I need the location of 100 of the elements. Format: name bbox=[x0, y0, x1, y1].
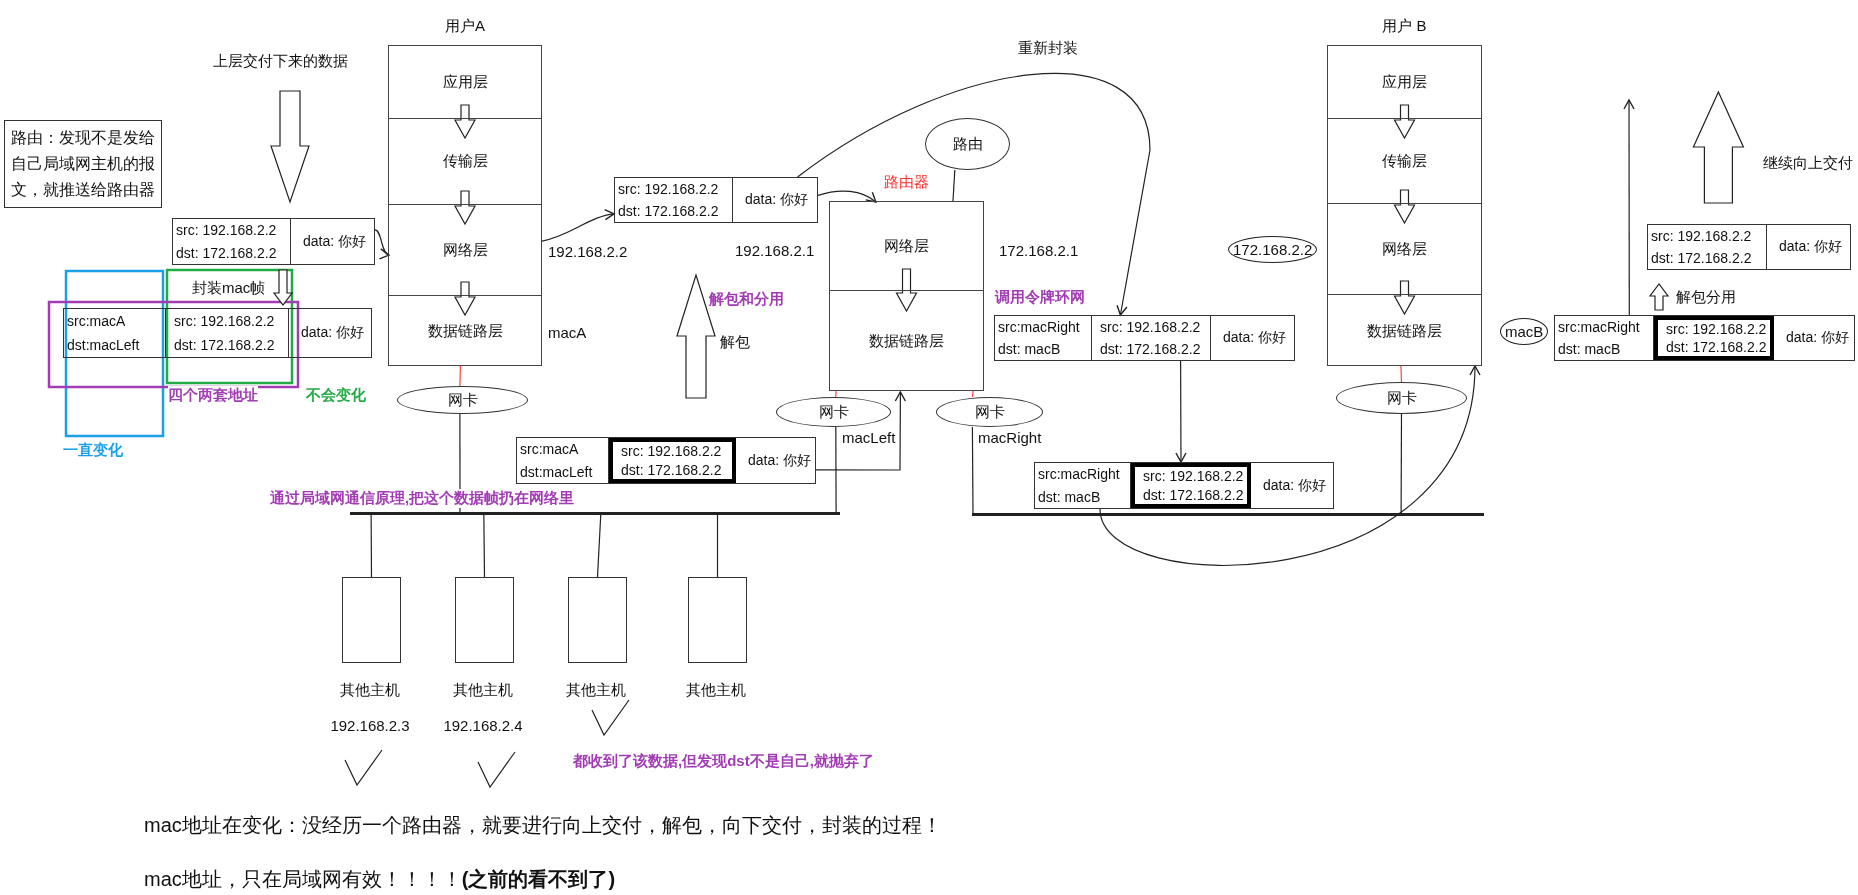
protocol-layer: 数据链路层 bbox=[830, 291, 983, 392]
arrow bbox=[815, 391, 907, 471]
mac-address-field: src:macRight bbox=[1558, 319, 1650, 335]
ip-address-field: dst: 172.168.2.2 bbox=[174, 337, 285, 353]
block-arrow bbox=[1393, 104, 1416, 140]
frame-packet bbox=[516, 437, 816, 484]
block-arrow bbox=[1393, 189, 1416, 225]
protocol-layer: 应用层 bbox=[1328, 46, 1481, 119]
network-card-ellipse: 网卡 bbox=[1336, 382, 1467, 414]
network-card-ellipse: 网卡 bbox=[397, 386, 528, 414]
arrow bbox=[817, 190, 877, 203]
data-field-text: data: 你好 bbox=[1786, 329, 1851, 347]
protocol-layer: 网络层 bbox=[389, 205, 541, 296]
router-label: 路由器 bbox=[883, 173, 930, 192]
mac-address-field: src:macA bbox=[520, 441, 605, 458]
protocol-layer: 网络层 bbox=[830, 202, 983, 291]
host-label: 用户 B bbox=[1381, 17, 1428, 36]
connector-line bbox=[835, 390, 837, 398]
mac-address-field: src:macA bbox=[67, 313, 162, 329]
arrow bbox=[374, 229, 390, 258]
annotation-text: 解包 bbox=[720, 333, 750, 352]
mac-address-field: src:macRight bbox=[1038, 466, 1127, 483]
annotation-text: 四个两套地址 bbox=[168, 386, 258, 405]
host-label: 其他主机 bbox=[339, 681, 401, 700]
network-card-ellipse: 网卡 bbox=[776, 397, 891, 427]
ip-address-field: dst: 172.168.2.2 bbox=[1666, 339, 1767, 355]
data-field-text: data: 你好 bbox=[301, 324, 366, 342]
data-field-text: data: 你好 bbox=[745, 191, 810, 209]
arrow bbox=[1099, 365, 1480, 566]
connector-line bbox=[971, 426, 974, 514]
ip-address-field: dst: 172.168.2.2 bbox=[621, 461, 729, 478]
annotation-text: 解包分用 bbox=[1676, 288, 1736, 307]
frame-packet bbox=[1554, 315, 1855, 361]
ip-address-field: src: 192.168.2.2 bbox=[176, 222, 287, 239]
arrow bbox=[1175, 360, 1187, 463]
mac-address-field: dst: macB bbox=[998, 341, 1088, 357]
frame-packet bbox=[1034, 462, 1334, 509]
ip-address-field: src: 192.168.2.2 bbox=[621, 443, 729, 460]
protocol-layer: 数据链路层 bbox=[1328, 295, 1481, 367]
mac-address-field: dst:macLeft bbox=[520, 463, 605, 480]
note-card: 路由：发现不是发给自己局域网主机的报文，就推送给路由器 bbox=[4, 120, 162, 208]
block-arrow bbox=[1692, 90, 1745, 204]
frame-packet bbox=[994, 315, 1295, 361]
ip-packet bbox=[172, 218, 375, 265]
ip-address-label: 192.168.2.4 bbox=[442, 717, 524, 734]
ip-address-label: 192.168.2.3 bbox=[329, 717, 411, 734]
note-text: mac地址，只在局域网有效！！！！(之前的看不到了) bbox=[144, 866, 616, 893]
host-label: 其他主机 bbox=[452, 681, 514, 700]
ip-address-field: src: 192.168.2.2 bbox=[174, 313, 285, 329]
block-arrow bbox=[895, 268, 918, 313]
host-label: 其他主机 bbox=[685, 681, 747, 700]
data-field-text: data: 你好 bbox=[1223, 329, 1288, 347]
block-arrow bbox=[270, 90, 310, 204]
data-field-text: data: 你好 bbox=[1263, 476, 1328, 495]
protocol-layer: 传输层 bbox=[389, 119, 541, 205]
mac-address-field: dst:macLeft bbox=[67, 337, 162, 353]
protocol-layer: 传输层 bbox=[1328, 119, 1481, 204]
protocol-layer: 应用层 bbox=[389, 46, 541, 119]
ip-address-field: dst: 172.168.2.2 bbox=[618, 203, 729, 219]
data-field-text: data: 你好 bbox=[1779, 238, 1844, 256]
block-arrow bbox=[676, 273, 716, 399]
connector-line bbox=[971, 390, 974, 398]
connector-line bbox=[459, 365, 461, 387]
annotation-text: 通过局域网通信原理,把这个数据帧扔在网络里 bbox=[270, 489, 575, 508]
arrow bbox=[797, 72, 1151, 316]
network-card-ellipse: 网卡 bbox=[936, 397, 1043, 427]
mac-address-label: macRight bbox=[978, 429, 1042, 446]
connector-line bbox=[1400, 413, 1403, 514]
mac-address-field: dst: macB bbox=[1558, 341, 1650, 357]
annotation-text: 继续向上交付 bbox=[1763, 154, 1853, 173]
connector-line bbox=[1400, 365, 1403, 383]
speech-bubble: 路由 bbox=[925, 118, 1010, 170]
data-field-text: data: 你好 bbox=[748, 451, 812, 470]
annotation-text: 不会变化 bbox=[306, 386, 366, 405]
ip-address-label: 172.168.2.2 bbox=[1228, 236, 1318, 263]
mac-address-label: macLeft bbox=[842, 429, 896, 446]
protocol-layer: 网络层 bbox=[1328, 204, 1481, 295]
mac-address-field: dst: macB bbox=[1038, 488, 1127, 505]
protocol-layer: 数据链路层 bbox=[389, 296, 541, 367]
block-arrow bbox=[454, 281, 476, 317]
network-bus-line bbox=[972, 513, 1484, 516]
ip-address-field: dst: 172.168.2.2 bbox=[176, 244, 287, 261]
network-bus-line bbox=[350, 512, 840, 515]
caption-text: 上层交付下来的数据 bbox=[213, 52, 348, 71]
ip-address-field: src: 192.168.2.2 bbox=[618, 181, 729, 197]
connector-line bbox=[835, 426, 837, 513]
mac-address-label: macB bbox=[1500, 318, 1549, 345]
arrow bbox=[1623, 99, 1635, 316]
block-arrow bbox=[272, 269, 294, 306]
annotation-text: 封装mac帧 bbox=[192, 279, 266, 298]
ip-address-field: src: 192.168.2.2 bbox=[1651, 228, 1763, 244]
ip-packet bbox=[1647, 224, 1851, 270]
annotation-text: 一直变化 bbox=[63, 441, 123, 460]
ip-address-field: src: 192.168.2.2 bbox=[1143, 468, 1244, 485]
connector-line bbox=[459, 413, 461, 513]
block-arrow bbox=[454, 190, 476, 226]
ip-address-field: dst: 172.168.2.2 bbox=[1100, 341, 1207, 357]
connector-line bbox=[952, 169, 956, 202]
annotation-text: 调用令牌环网 bbox=[995, 288, 1085, 307]
ip-address-field: src: 192.168.2.2 bbox=[1100, 319, 1207, 335]
